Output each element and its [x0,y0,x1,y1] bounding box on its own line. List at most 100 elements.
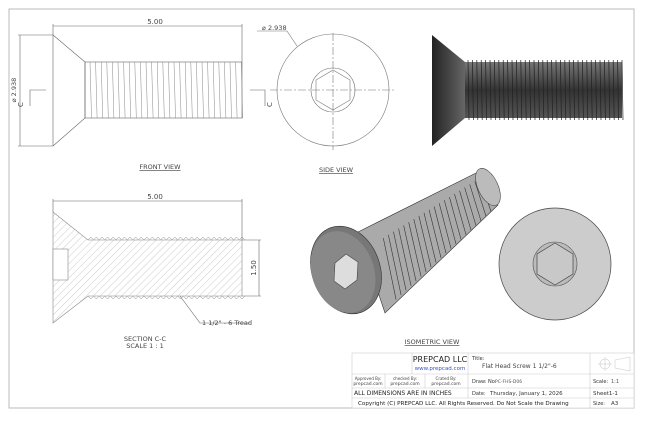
thread-line [196,61,199,119]
thread-line [383,237,397,300]
thread-line [403,225,417,282]
thread-line [179,61,182,119]
thread-line [604,59,606,121]
thread-line [516,59,518,121]
thread-line [190,61,193,119]
thread-line [89,61,92,119]
thread-line [117,61,120,119]
thread-line [240,61,243,119]
thread-line [564,59,567,121]
section-label: SECTION C-C [124,335,167,343]
isometric-view [310,168,612,321]
draw-no: PC-FHS-D06 [495,379,522,385]
copyright: Copyright (C) PREPCAD LLC. All Rights Re… [358,401,569,407]
thread-line [408,222,422,277]
thread-line [106,61,109,119]
side-view [257,30,396,150]
thread-line [112,61,115,119]
drawing-title: Flat Head Screw 1 1/2"-6 [482,363,557,370]
title-label: Title: [471,356,485,362]
thread-line [568,59,571,121]
thread-line [156,61,159,119]
thread-line [555,59,558,121]
side-diameter-dim: ⌀ 2.938 [262,24,287,32]
front-threads [89,61,243,119]
date-value: Thursday, January 1, 2026 [489,391,563,397]
created-value: prepcad.com [431,381,460,387]
front-diameter-dim: ⌀ 2.938 [10,78,18,103]
thread-line [507,59,509,121]
thread-profile [87,295,245,300]
thread-line [95,61,98,119]
thread-line [128,61,131,119]
thread-line [586,59,589,121]
thread-line [546,59,549,121]
thread-line [489,59,492,121]
sheet-number: Sheet1-1 [593,391,618,397]
isometric-view-label: ISOMETRIC VIEW [405,338,460,346]
front-length-dim: 5.00 [147,18,163,26]
thread-line [474,181,487,217]
rendered-side-view [432,35,624,146]
thread-line [608,59,611,121]
thread-line [529,59,531,121]
checked-value: prepcad.com [390,381,419,387]
thread-line [100,61,103,119]
thread-line [423,212,437,263]
thread-line [511,59,514,121]
thread-line [464,187,477,226]
side-view-label: SIDE VIEW [319,166,354,174]
date-label: Date: [472,391,486,397]
thread-line [590,59,593,121]
scale-value: 1:1 [611,379,619,385]
thread-line [612,59,615,121]
units-note: ALL DIMENSIONS ARE IN INCHES [354,390,452,397]
thread-line [599,59,602,121]
thread-line [520,59,523,121]
thread-line [168,61,171,119]
thread-line [502,59,505,121]
thread-line [560,59,562,121]
front-view-label: FRONT VIEW [139,163,181,171]
created-label: Crated By: [436,376,457,381]
thread-profile [87,236,245,241]
thread-line [485,59,487,121]
thread-line [538,59,540,121]
section-mark-left: C [17,102,25,107]
thread-line [123,61,126,119]
thread-line [480,59,483,121]
front-view [18,24,266,147]
section-scale: SCALE 1 : 1 [126,342,164,350]
thread-line [621,59,624,121]
thread-line [201,61,204,119]
thread-line [235,61,238,119]
thread-line [212,61,215,119]
thread-line [467,59,470,121]
company-website[interactable]: www.prepcad.com [415,366,466,372]
thread-line [229,61,232,119]
title-block: PREPCAD LLC www.prepcad.com Title: Flat … [351,352,635,409]
iso-hex-socket [333,253,359,290]
thread-line [162,61,165,119]
size-value: A3 [611,401,619,407]
thread-line [595,59,597,121]
thread-line [438,203,452,249]
thread-line [454,193,467,235]
sheet-border [8,8,635,409]
thread-line [573,59,575,121]
draw-no-label: Draw: No: [472,379,497,385]
section-length-dim: 5.00 [147,193,163,201]
thread-line [151,61,154,119]
thread-line [444,200,457,245]
thread-line [413,219,427,272]
thread-line [472,59,474,121]
thread-line [184,61,187,119]
thread-line [418,215,432,268]
thread-line [469,184,482,221]
thread-line [617,59,619,121]
thread-line [145,61,148,119]
hex-socket-section [52,248,69,281]
section-arrow-left [29,89,46,106]
thread-line [582,59,584,121]
